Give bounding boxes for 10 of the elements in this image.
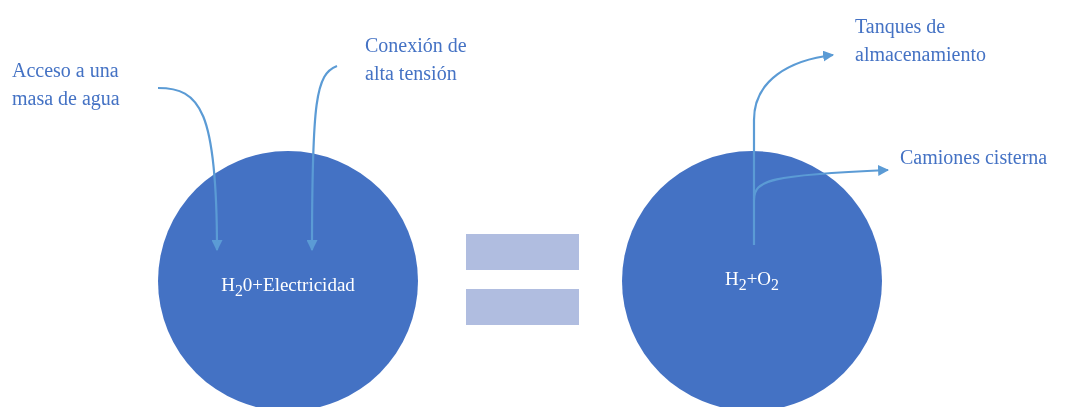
arrow [306,65,338,252]
circle-label: H$_{2}$0+Electricidad [221,274,355,300]
text-label: Tanques de almacenamiento [855,12,1035,68]
arrow [752,51,835,245]
arrow [752,164,890,201]
text-label: Acceso a una masa de agua [12,56,162,112]
text-label: Conexión de alta tensión [365,31,483,87]
text-label: Camiones cisterna [900,143,1079,171]
arrow [157,86,223,252]
circle-label: H$_{2}$+O$_{2}$ [725,268,779,294]
